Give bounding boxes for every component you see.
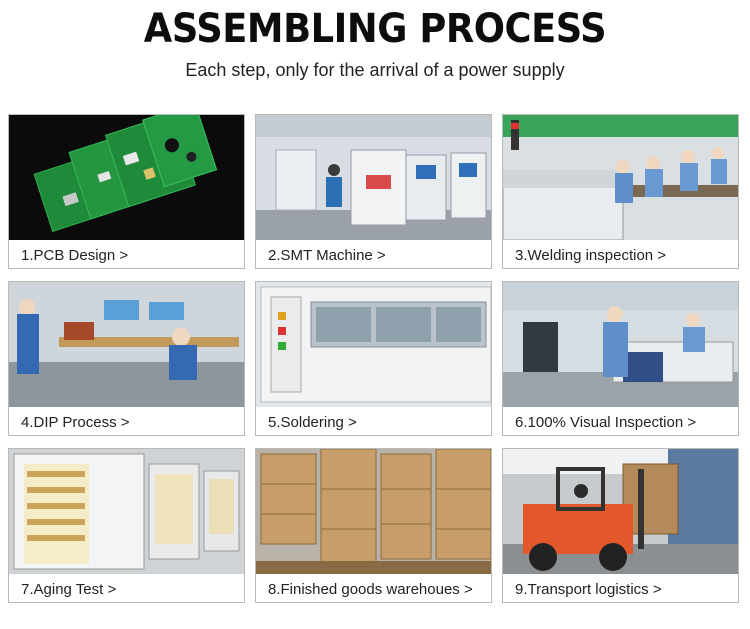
page-subtitle: Each step, only for the arrival of a pow… bbox=[185, 60, 565, 80]
step-card-smt-machine[interactable]: 2.SMT Machine > bbox=[255, 114, 492, 269]
step-card-visual-inspection[interactable]: 6.100% Visual Inspection > bbox=[502, 281, 739, 436]
step-label: 6.100% Visual Inspection > bbox=[515, 414, 697, 431]
welding-line-photo bbox=[503, 115, 738, 240]
step-card-warehouse[interactable]: 8.Finished goods warehoues > bbox=[255, 448, 492, 603]
step-card-transport[interactable]: 9.Transport logistics > bbox=[502, 448, 739, 603]
step-label: 9.Transport logistics > bbox=[515, 581, 662, 598]
pcb-boards-photo bbox=[9, 115, 244, 240]
step-card-welding-inspection[interactable]: 3.Welding inspection > bbox=[502, 114, 739, 269]
page-title: ASSEMBLING PROCESS bbox=[143, 6, 607, 52]
step-label: 8.Finished goods warehoues > bbox=[268, 581, 473, 598]
step-label: 1.PCB Design > bbox=[21, 247, 129, 264]
dip-line-photo bbox=[9, 282, 244, 407]
warehouse-cartons-photo bbox=[256, 449, 491, 574]
forklift-photo bbox=[503, 449, 738, 574]
step-card-pcb-design[interactable]: 1.PCB Design > bbox=[8, 114, 245, 269]
visual-inspection-photo bbox=[503, 282, 738, 407]
step-label: 2.SMT Machine > bbox=[268, 247, 386, 264]
step-label: 5.Soldering > bbox=[268, 414, 357, 431]
soldering-machine-photo bbox=[256, 282, 491, 407]
step-label: 7.Aging Test > bbox=[21, 581, 117, 598]
aging-test-photo bbox=[9, 449, 244, 574]
step-label: 3.Welding inspection > bbox=[515, 247, 667, 264]
step-card-aging-test[interactable]: 7.Aging Test > bbox=[8, 448, 245, 603]
step-card-soldering[interactable]: 5.Soldering > bbox=[255, 281, 492, 436]
smt-machine-photo bbox=[256, 115, 491, 240]
step-card-dip-process[interactable]: 4.DIP Process > bbox=[8, 281, 245, 436]
step-label: 4.DIP Process > bbox=[21, 414, 130, 431]
